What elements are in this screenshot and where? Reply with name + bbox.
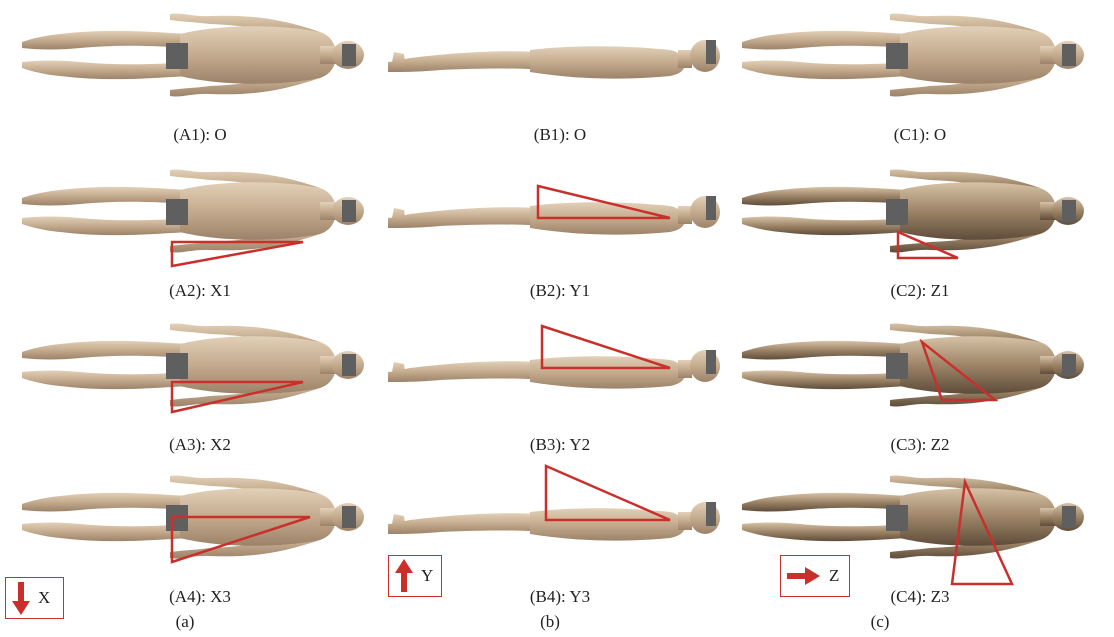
body-figure-top-view xyxy=(20,0,380,110)
panel-caption: (B1): O xyxy=(380,125,740,145)
panel-caption: (B2): Y1 xyxy=(380,281,740,301)
panel-caption: (A1): O xyxy=(20,125,380,145)
column-label-c: (c) xyxy=(700,612,1060,632)
panel-c3: (C3): Z2 xyxy=(740,310,1100,460)
body-figure-top-view xyxy=(740,156,1100,266)
panel-a1: (A1): O xyxy=(20,0,380,150)
panel-b1: (B1): O xyxy=(380,0,740,150)
axis-label: X xyxy=(38,588,50,608)
y-axis-legend: Y xyxy=(388,555,442,597)
body-figure-side-view xyxy=(380,310,740,420)
panel-c2: (C2): Z1 xyxy=(740,156,1100,306)
body-figure-top-view xyxy=(740,0,1100,110)
body-figure-top-view xyxy=(20,462,380,572)
arrow-right-icon xyxy=(785,565,823,587)
panel-c1: (C1): O xyxy=(740,0,1100,150)
body-figure-top-view xyxy=(20,156,380,266)
panel-a3: (A3): X2 xyxy=(20,310,380,460)
panel-b2: (B2): Y1 xyxy=(380,156,740,306)
arrow-up-icon xyxy=(393,557,415,595)
panel-caption: (A2): X1 xyxy=(20,281,380,301)
panel-caption: (C2): Z1 xyxy=(740,281,1100,301)
panel-caption: (A3): X2 xyxy=(20,435,380,455)
column-label-a: (a) xyxy=(5,612,365,632)
body-figure-top-view xyxy=(740,310,1100,420)
panel-caption: (A4): X3 xyxy=(20,587,380,607)
body-figure-side-view xyxy=(380,0,740,110)
body-figure-side-view xyxy=(380,156,740,266)
panel-caption: (C1): O xyxy=(740,125,1100,145)
panel-a4: (A4): X3 xyxy=(20,462,380,612)
axis-label: Y xyxy=(421,566,433,586)
axis-label: Z xyxy=(829,566,839,586)
panel-caption: (B3): Y2 xyxy=(380,435,740,455)
body-figure-top-view xyxy=(20,310,380,420)
panel-b3: (B3): Y2 xyxy=(380,310,740,460)
column-label-b: (b) xyxy=(370,612,730,632)
panel-a2: (A2): X1 xyxy=(20,156,380,306)
z-axis-legend: Z xyxy=(780,555,850,597)
panel-caption: (C3): Z2 xyxy=(740,435,1100,455)
